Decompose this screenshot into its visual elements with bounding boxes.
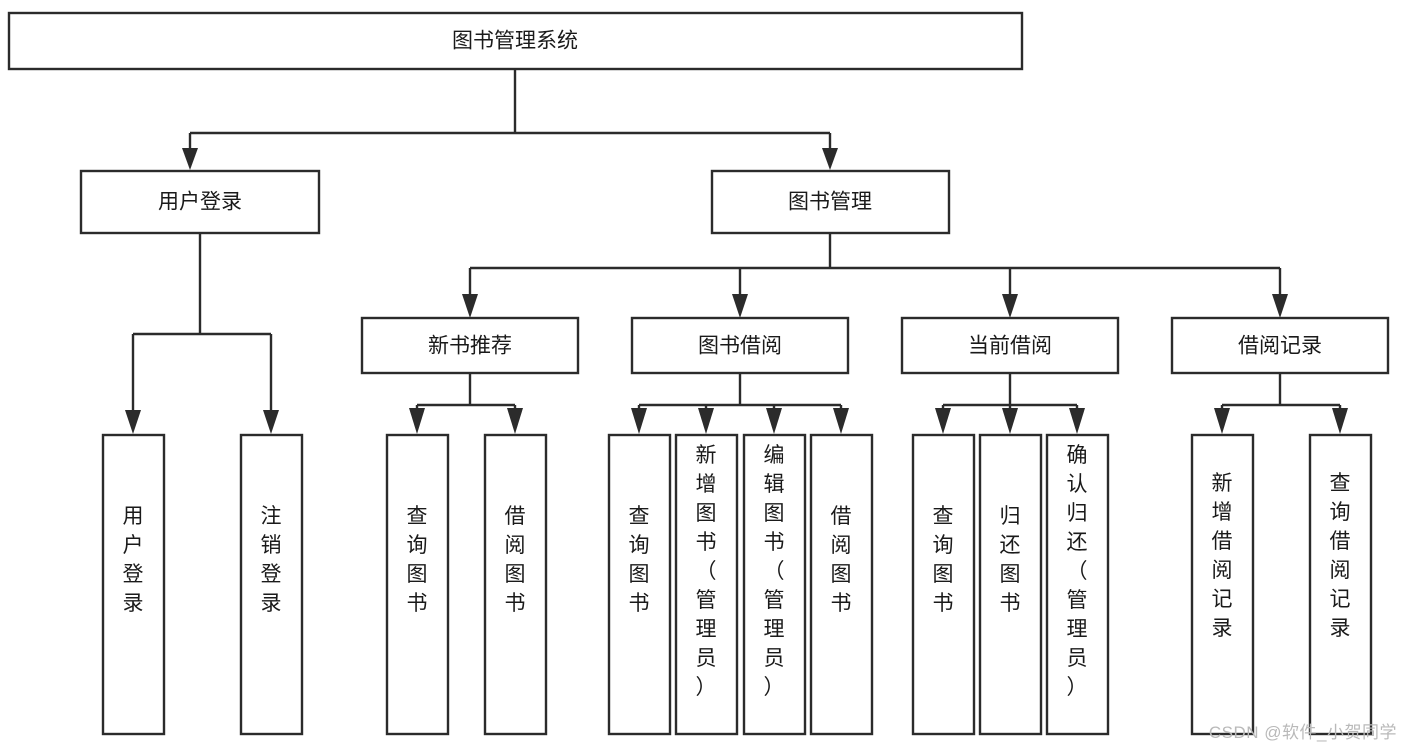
node-leaf-logout[interactable]: 注销登录 [239, 433, 304, 736]
node-label: 新增借阅记录 [1212, 472, 1233, 640]
node-new-book-recommend[interactable]: 新书推荐 [360, 316, 580, 375]
node-root[interactable]: 图书管理系统 [7, 11, 1024, 71]
node-box[interactable] [911, 433, 976, 736]
connector-user-login-to-leaves [125, 233, 279, 434]
node-box[interactable] [710, 169, 951, 235]
node-box[interactable] [1170, 316, 1390, 375]
node-label: 图书借阅 [698, 335, 782, 358]
node-box[interactable] [900, 316, 1120, 375]
node-label: 归还图书 [1000, 505, 1021, 615]
node-leaf-query-book-3[interactable]: 查询图书 [911, 433, 976, 736]
connector-current-borrow-to-leaves [935, 373, 1085, 434]
node-label: 用户登录 [158, 191, 242, 214]
node-box[interactable] [7, 11, 1024, 71]
node-box[interactable] [1045, 433, 1110, 736]
node-leaf-add-book[interactable]: 新增图书（管理员） [674, 433, 739, 736]
node-label: 新增图书（管理员） [696, 444, 717, 699]
node-label: 注销登录 [261, 505, 282, 615]
node-leaf-borrow-book-1[interactable]: 借阅图书 [483, 433, 548, 736]
node-box[interactable] [978, 433, 1043, 736]
arrow-icon [631, 408, 647, 434]
node-label: 新书推荐 [428, 335, 512, 358]
node-book-borrow[interactable]: 图书借阅 [630, 316, 850, 375]
arrow-icon [1272, 294, 1288, 318]
node-label: 借阅图书 [831, 505, 852, 615]
arrow-icon [698, 408, 714, 434]
node-label: 图书管理系统 [452, 30, 578, 53]
arrow-icon [833, 408, 849, 434]
arrow-icon [462, 294, 478, 318]
node-leaf-confirm-return[interactable]: 确认归还（管理员） [1045, 433, 1110, 736]
node-leaf-edit-book[interactable]: 编辑图书（管理员） [742, 433, 807, 736]
node-leaf-borrow-book-2[interactable]: 借阅图书 [809, 433, 874, 736]
arrow-icon [766, 408, 782, 434]
node-box[interactable] [483, 433, 548, 736]
node-box[interactable] [1190, 433, 1255, 736]
node-book-manage[interactable]: 图书管理 [710, 169, 951, 235]
node-box[interactable] [809, 433, 874, 736]
node-label: 编辑图书（管理员） [764, 444, 785, 699]
node-box[interactable] [1308, 433, 1373, 736]
arrow-icon [263, 410, 279, 434]
node-box[interactable] [101, 433, 166, 736]
node-leaf-user-login[interactable]: 用户登录 [101, 433, 166, 736]
node-label: 借阅记录 [1238, 335, 1322, 358]
node-label: 借阅图书 [505, 505, 526, 615]
node-current-borrow[interactable]: 当前借阅 [900, 316, 1120, 375]
node-label: 查询图书 [407, 505, 428, 615]
node-box[interactable] [239, 433, 304, 736]
node-label: 查询图书 [629, 505, 650, 615]
node-leaf-query-book-2[interactable]: 查询图书 [607, 433, 672, 736]
node-box[interactable] [79, 169, 321, 235]
node-box[interactable] [630, 316, 850, 375]
connector-borrow-record-to-leaves [1214, 373, 1348, 434]
arrow-icon [1002, 294, 1018, 318]
connector-root-to-level2 [182, 69, 838, 170]
arrow-icon [1332, 408, 1348, 434]
node-label: 查询图书 [933, 505, 954, 615]
arrow-icon [935, 408, 951, 434]
node-box[interactable] [742, 433, 807, 736]
node-leaf-query-record[interactable]: 查询借阅记录 [1308, 433, 1373, 736]
connector-new-book-to-leaves [409, 373, 523, 434]
node-box[interactable] [607, 433, 672, 736]
arrow-icon [182, 148, 198, 170]
node-box[interactable] [360, 316, 580, 375]
arrow-icon [1069, 408, 1085, 434]
arrow-icon [732, 294, 748, 318]
node-label: 用户登录 [123, 505, 144, 615]
node-box[interactable] [674, 433, 739, 736]
arrow-icon [822, 148, 838, 170]
arrow-icon [409, 408, 425, 434]
node-leaf-query-book-1[interactable]: 查询图书 [385, 433, 450, 736]
connector-book-manage-to-level3 [462, 233, 1288, 318]
node-leaf-add-record[interactable]: 新增借阅记录 [1190, 433, 1255, 736]
node-leaf-return-book[interactable]: 归还图书 [978, 433, 1043, 736]
node-label: 确认归还（管理员） [1067, 444, 1088, 699]
node-borrow-record[interactable]: 借阅记录 [1170, 316, 1390, 375]
node-box[interactable] [385, 433, 450, 736]
node-label: 查询借阅记录 [1330, 472, 1351, 640]
connector-book-borrow-to-leaves [631, 373, 849, 434]
node-label: 当前借阅 [968, 335, 1052, 358]
arrow-icon [507, 408, 523, 434]
arrow-icon [1214, 408, 1230, 434]
arrow-icon [125, 410, 141, 434]
node-label: 图书管理 [788, 191, 872, 214]
node-user-login[interactable]: 用户登录 [79, 169, 321, 235]
arrow-icon [1002, 408, 1018, 434]
